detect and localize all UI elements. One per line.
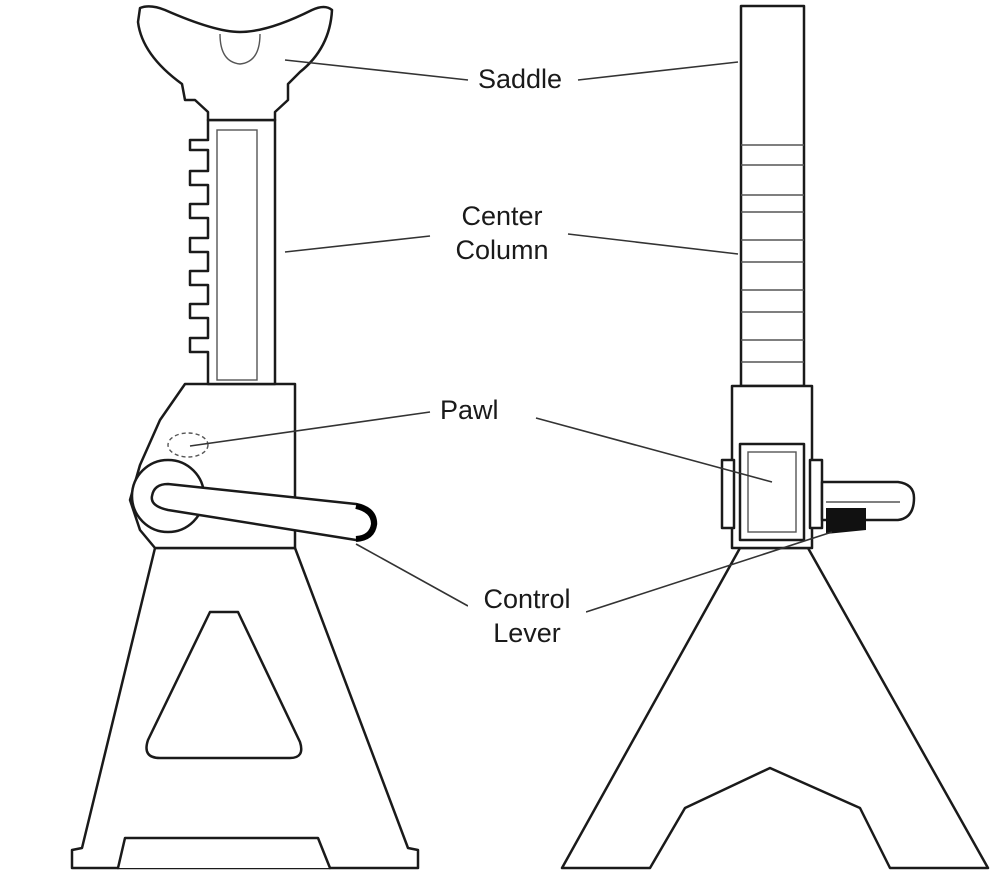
leader-column-left (284, 235, 431, 253)
label-center-column: Center Column (438, 199, 566, 267)
leader-lever-left (355, 543, 469, 607)
label-pawl: Pawl (436, 393, 503, 427)
right-lever-grip (826, 508, 866, 534)
label-center-column-line2: Column (455, 235, 549, 265)
label-control-lever-line1: Control (483, 584, 571, 614)
left-lever-grip (355, 503, 378, 542)
right-pawl-inner (747, 451, 797, 533)
right-flange-right (808, 458, 824, 530)
left-saddle-notch (219, 33, 261, 65)
left-stand-feet-cutout (116, 836, 332, 870)
label-saddle: Saddle (474, 62, 567, 96)
leader-saddle-right (577, 61, 739, 81)
leader-lever-right (585, 531, 833, 613)
leader-lines (189, 59, 833, 613)
right-pawl (738, 442, 806, 542)
right-flange-left (720, 458, 736, 530)
right-center-column (739, 4, 806, 388)
leader-column-right (567, 233, 739, 255)
label-control-lever: Control Lever (468, 582, 586, 650)
left-center-column (188, 118, 277, 386)
left-jack-stand (70, 5, 420, 870)
left-pawl (167, 432, 209, 458)
left-column-slot (216, 129, 258, 381)
right-stand-base (560, 546, 990, 870)
right-jack-stand (560, 4, 990, 870)
leader-pawl-left (189, 411, 431, 447)
label-control-lever-line2: Lever (493, 618, 561, 648)
leader-pawl-right (535, 417, 773, 483)
left-stand-window (145, 610, 303, 760)
leader-saddle-left (284, 59, 469, 81)
label-center-column-line1: Center (461, 201, 543, 231)
